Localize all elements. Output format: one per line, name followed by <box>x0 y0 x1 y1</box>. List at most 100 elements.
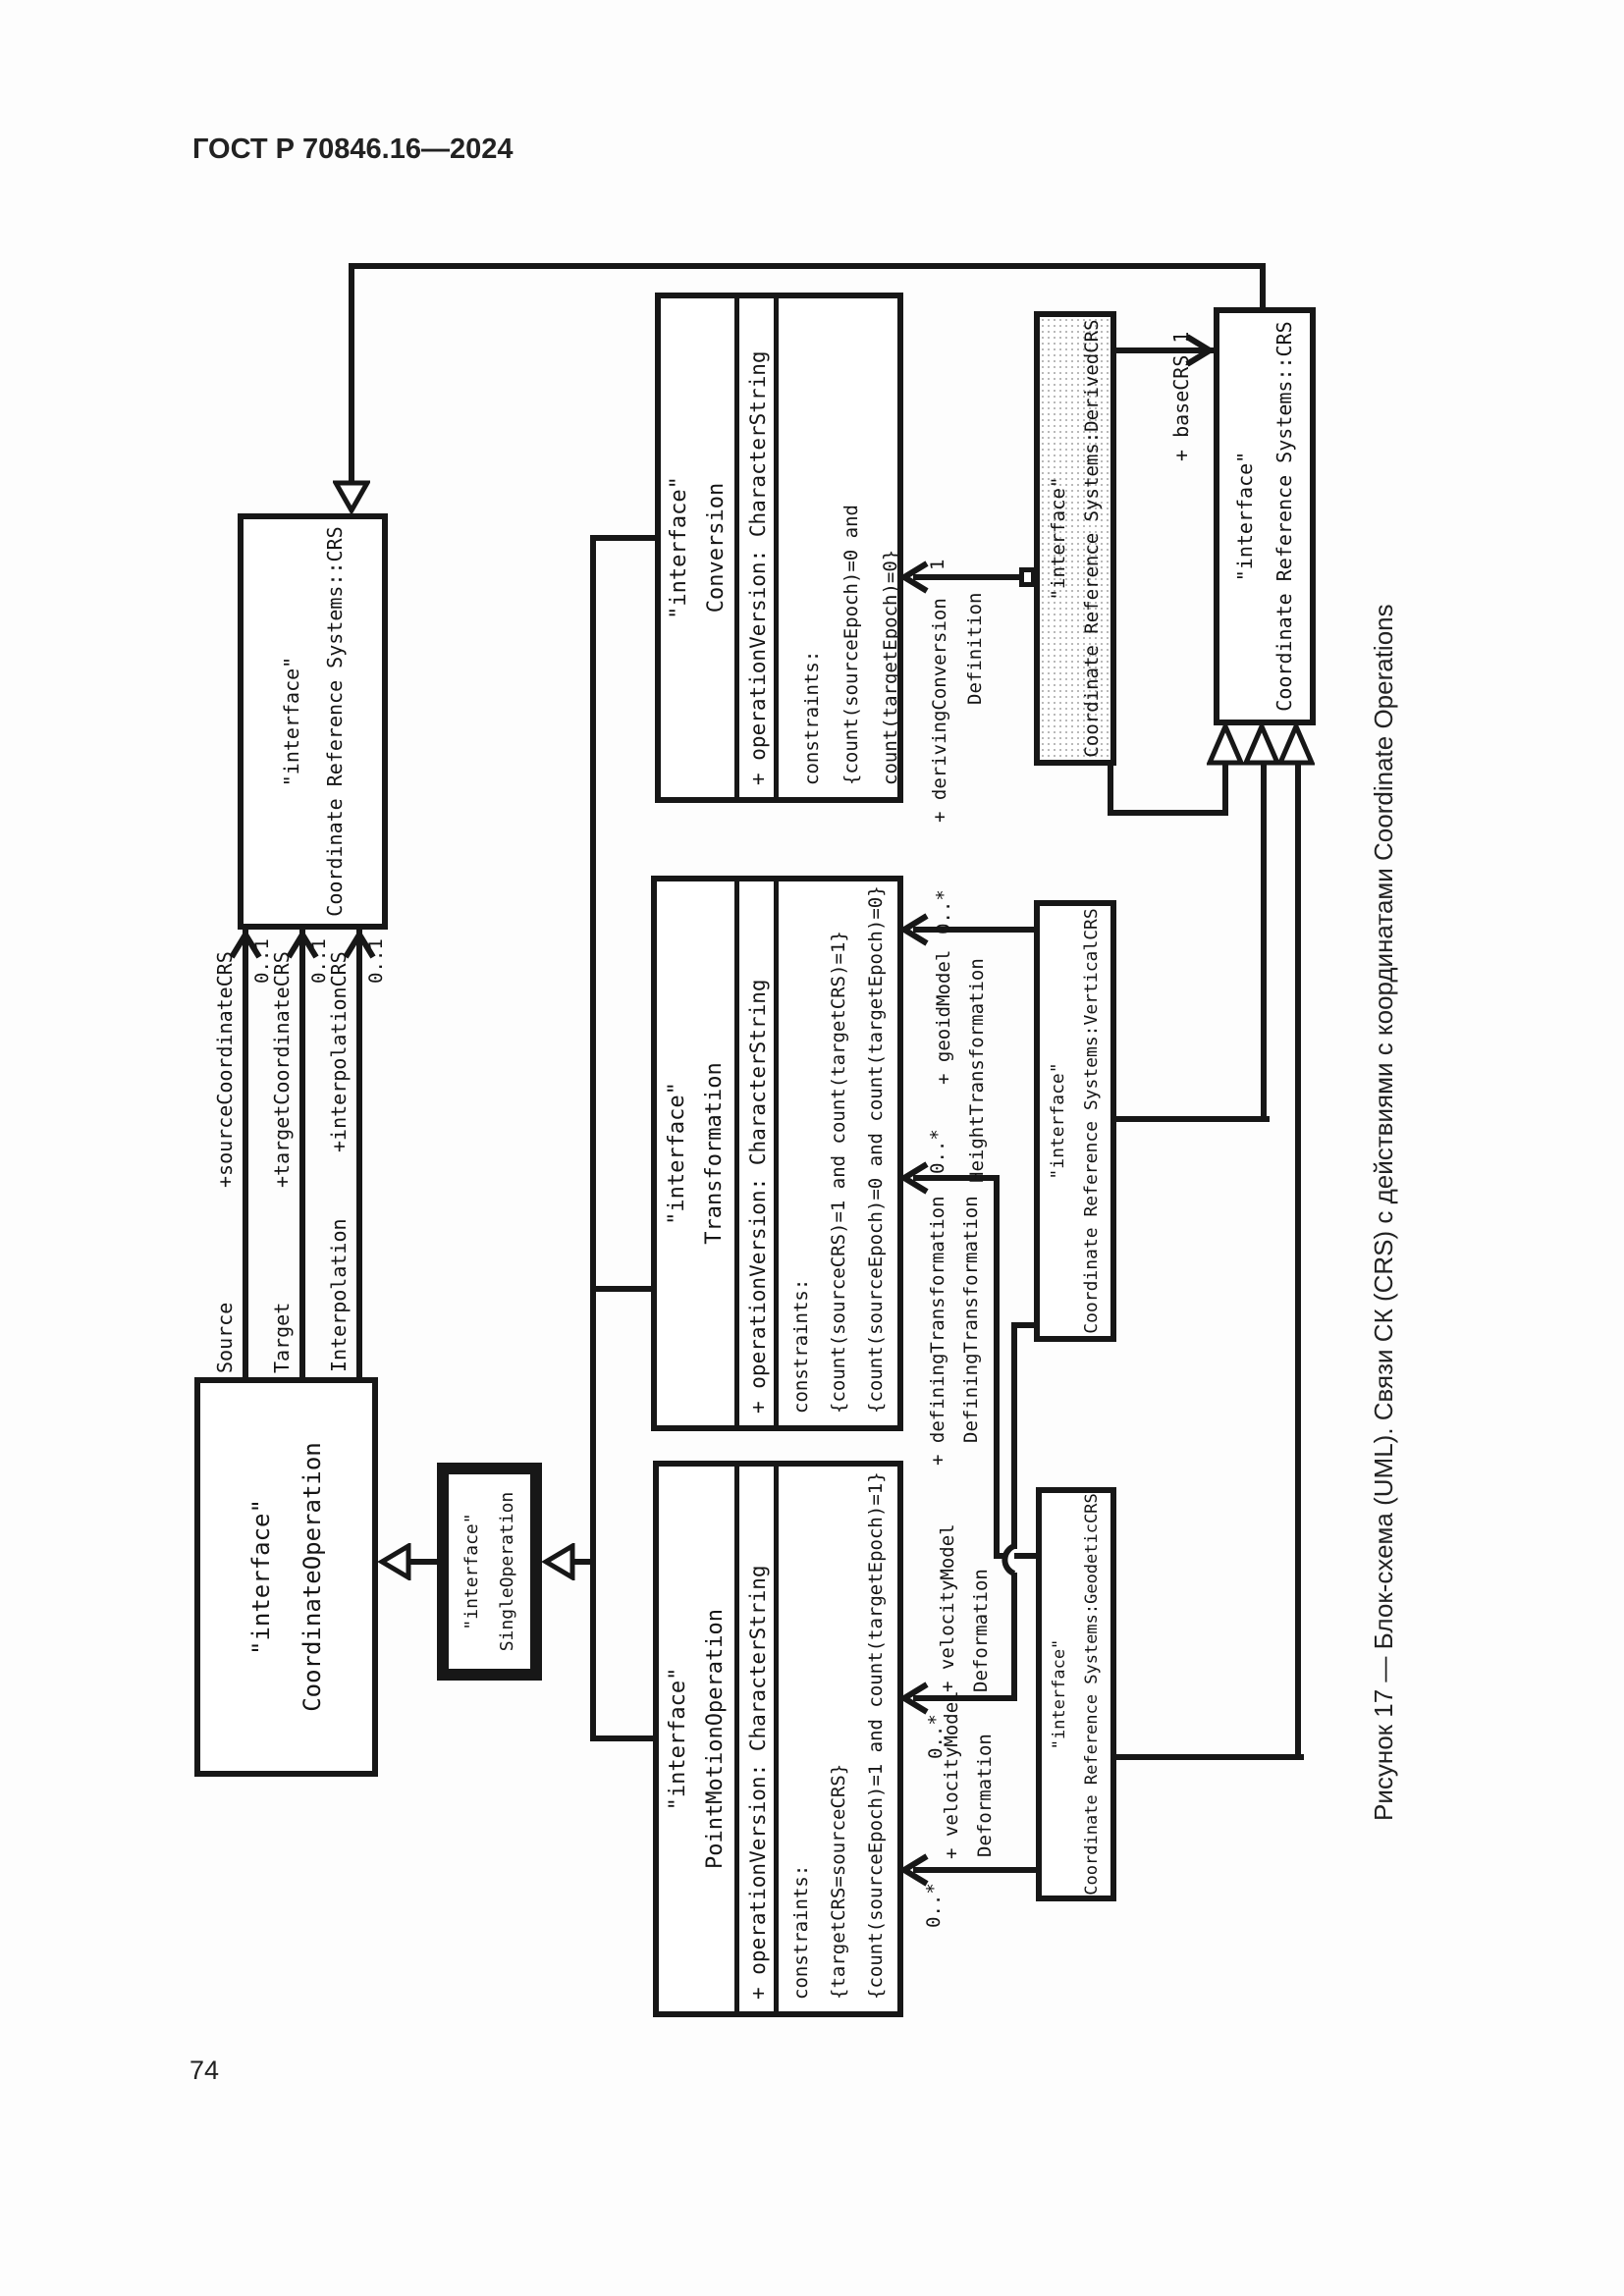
derived-crs-box: "interface" Coordinate Reference Systems… <box>1034 311 1116 766</box>
stereotype-label: "interface" <box>666 476 691 619</box>
interface-name: Coordinate Reference Systems::CRS <box>1272 321 1296 712</box>
crs-right-box: "interface" Coordinate Reference Systems… <box>1214 307 1316 725</box>
edge-deformation-vertical-role: + velocityModel <box>937 1523 958 1692</box>
geodetic-crs-box: "interface" Coordinate Reference Systems… <box>1036 1487 1116 1901</box>
edge-basecrs-multiplicity: 1 <box>1169 331 1193 344</box>
stereotype-label: "interface" <box>279 656 303 787</box>
generalization-crs-top-vertical <box>349 263 354 483</box>
interface-name: Coordinate Reference Systems::CRS <box>322 526 347 917</box>
definition-qualifier-square <box>1019 567 1036 587</box>
verticalcrs-gen-h <box>1116 1116 1270 1122</box>
interface-name: PointMotionOperation <box>702 1609 728 1869</box>
arrowhead-basecrs-icon <box>1185 334 1214 367</box>
interface-name: SingleOperation <box>496 1491 517 1652</box>
arrowhead-deformation-vertical-icon <box>900 1682 929 1715</box>
single-operation-box: "interface" SingleOperation <box>437 1463 542 1681</box>
edge-interpolation-multiplicity: 0..1 <box>365 938 387 984</box>
edge-basecrs-role: + baseCRS <box>1169 354 1193 461</box>
edge-definition-role: + derivingConversion <box>929 598 950 823</box>
edge-definingtransformation-h1 <box>913 1175 1000 1181</box>
triangle-generalization-topcrs-icon <box>333 480 370 513</box>
stereotype-label: "interface" <box>1050 1638 1069 1750</box>
interface-name: Conversion <box>703 482 729 614</box>
edge-target-multiplicity: 0..1 <box>308 938 330 984</box>
edge-source-multiplicity: 0..1 <box>251 938 273 984</box>
edge-source-name: Source <box>213 1302 237 1373</box>
trunk-transformation-stub <box>590 1286 651 1292</box>
stereotype-label: "interface" <box>1233 451 1257 582</box>
conversion-box: "interface" Conversion + operationVersio… <box>655 293 903 803</box>
constraint-line: {count(sourceEpoch)=0 and count(targetEp… <box>840 505 897 785</box>
stereotype-label: "interface" <box>460 1513 482 1630</box>
interface-name: Coordinate Reference Systems:DerivedCRS <box>1081 319 1103 758</box>
arrowhead-target-icon <box>286 931 319 959</box>
edge-definition-multiplicity: 1 <box>927 559 948 570</box>
constraints-header: constraints: <box>801 650 823 785</box>
attribute-line: + operationVersion: CharacterString <box>746 1565 770 2000</box>
interface-name: Coordinate Reference Systems:VerticalCRS <box>1081 908 1102 1334</box>
point-motion-operation-box: "interface" PointMotionOperation + opera… <box>653 1461 903 2017</box>
edge-interpolation-line <box>356 930 362 1379</box>
arrowhead-interpolation-icon <box>343 931 376 959</box>
constraint-line: {count(sourceEpoch)=1 and count(targetEp… <box>865 1471 887 2000</box>
constraint-line: {count(sourceCRS)=1 and count(targetCRS)… <box>828 931 849 1414</box>
stereotype-label: "interface" <box>246 1499 275 1655</box>
derivedcrs-gen-v1 <box>1108 764 1113 816</box>
edge-deformation-vertical-name: Deformation <box>970 1569 992 1692</box>
trunk-pmo-stub <box>590 1735 653 1741</box>
edge-source-role: +sourceCoordinateCRS <box>213 951 237 1188</box>
coordinate-operation-box: "interface" CoordinateOperation <box>194 1377 378 1777</box>
edge-target-role: +targetCoordinateCRS <box>270 951 294 1188</box>
edge-deformation-geodetic-multiplicity: 0..* <box>923 1883 945 1928</box>
line-hop-arc <box>1001 1543 1016 1576</box>
triangle-generalization-coordinateoperation-icon <box>378 1543 411 1580</box>
edge-deformation-geodetic-role: + velocityModel <box>941 1690 962 1859</box>
generalization-singleop-stub <box>409 1559 439 1565</box>
edge-basecrs-label: + baseCRS 1 <box>1168 324 1194 461</box>
edge-deformation-geodetic-name: Deformation <box>974 1734 996 1857</box>
edge-deformation-geodetic-line <box>913 1867 1036 1873</box>
geodeticcrs-gen-h <box>1116 1754 1304 1760</box>
edge-target-name: Target <box>270 1302 294 1373</box>
edge-basecrs-line <box>1116 347 1215 353</box>
edge-deformation-vertical-h2 <box>913 1695 1017 1701</box>
top-crs-box: "interface" Coordinate Reference Systems… <box>238 513 388 930</box>
figure-caption: Рисунок 17 — Блок-схема (UML). Связи СК … <box>1369 604 1398 1821</box>
page-number: 74 <box>189 2056 220 2085</box>
edge-definition-name: Definition <box>964 592 986 705</box>
interface-name: CoordinateOperation <box>298 1442 326 1712</box>
edge-heighttransformation-multiplicity: 0..* <box>933 889 954 934</box>
arrowhead-deformation-geodetic-icon <box>900 1853 929 1887</box>
derivedcrs-gen-v2 <box>1222 765 1228 816</box>
derivedcrs-gen-h <box>1108 810 1228 816</box>
interface-name: Coordinate Reference Systems:GeodeticCRS <box>1082 1493 1102 1896</box>
edge-definingtransformation-h2 <box>994 1553 1036 1559</box>
generalization-trunk <box>590 535 596 1741</box>
arrowhead-heighttransformation-icon <box>900 913 929 946</box>
attribute-line: + operationVersion: CharacterString <box>746 979 770 1414</box>
triangle-generalization-derivedcrs-icon <box>1207 723 1244 766</box>
interface-name: Transformation <box>701 1062 727 1245</box>
constraint-line: {targetCRS=sourceCRS} <box>828 1763 849 2000</box>
verticalcrs-gen-v <box>1261 765 1267 1122</box>
edge-heighttransformation-role: + geoidModel <box>933 949 954 1085</box>
generalization-trunk-stub <box>573 1559 595 1565</box>
constraint-line: {count(sourceEpoch)=0 and count(targetEp… <box>865 885 887 1414</box>
edge-definingtransformation-role: + definingTransformation <box>927 1196 948 1466</box>
edge-definingtransformation-name: DefiningTransformation <box>960 1196 982 1443</box>
edge-deformation-vertical-v2 <box>1011 1573 1017 1701</box>
edge-heighttransformation-name: HeightTransformation <box>966 958 988 1183</box>
edge-definition-line <box>913 574 1019 580</box>
trunk-conversion-stub <box>590 535 655 541</box>
geodeticcrs-gen-v <box>1295 765 1301 1760</box>
constraints-header: constraints: <box>790 1864 812 2000</box>
transformation-box: "interface" Transformation + operationVe… <box>651 876 903 1431</box>
edge-definingtransformation-v <box>994 1175 1000 1559</box>
stereotype-label: "interface" <box>1048 476 1069 601</box>
generalization-crs-right-vertical <box>1260 263 1266 309</box>
edge-heighttransformation-line <box>913 927 1034 933</box>
edge-interpolation-name: Interpolation <box>327 1218 351 1372</box>
arrowhead-definition-icon <box>900 561 929 594</box>
stereotype-label: "interface" <box>1048 1062 1068 1180</box>
